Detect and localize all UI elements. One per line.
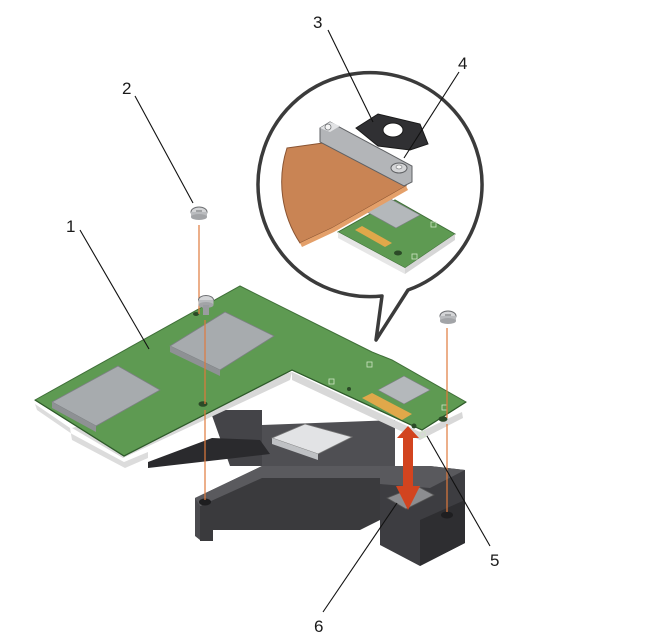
- magnifier-callout-icon: [256, 70, 484, 342]
- callout-5: 5: [490, 551, 499, 570]
- screw-icon: [439, 310, 457, 324]
- leader-lines: [79, 29, 491, 613]
- callout-labels: 1 2 3 4 5 6: [66, 13, 499, 636]
- screw-icon: [190, 206, 208, 220]
- callout-2: 2: [122, 79, 131, 98]
- insertion-arrow-icon: [396, 426, 420, 510]
- screw-icon: [198, 295, 214, 315]
- callout-6: 6: [314, 617, 323, 636]
- callout-1: 1: [66, 217, 75, 236]
- callout-4: 4: [458, 54, 467, 73]
- mezzanine-card: [34, 285, 467, 468]
- callout-3: 3: [313, 13, 322, 32]
